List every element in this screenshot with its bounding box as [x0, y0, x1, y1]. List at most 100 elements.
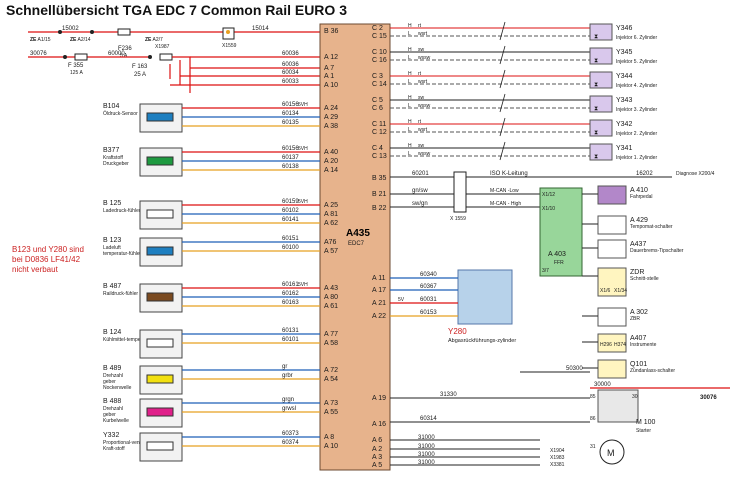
injector-glyph: ⧗: [594, 130, 598, 136]
sensor-desc: temperatur-fühler: [103, 251, 142, 257]
ecu-pin-label: A 43: [324, 285, 338, 292]
power-wire-label: 60036: [282, 62, 299, 68]
ecu-name: A435: [346, 228, 370, 239]
svg-text:25 A: 25 A: [134, 72, 146, 78]
svg-text:3/7: 3/7: [542, 268, 549, 274]
page-title: Schnellübersicht TGA EDC 7 Common Rail E…: [6, 2, 347, 18]
sensor-wire-label: 60101: [282, 337, 299, 343]
ecu-pin-label: A 80: [324, 294, 338, 301]
svg-text:X1987: X1987: [155, 44, 170, 50]
module-id: A437: [630, 241, 646, 248]
h-mark: H: [408, 47, 412, 53]
ecu-pin-label: A 61: [324, 303, 338, 310]
ecu-pin-label: A 3: [372, 454, 382, 461]
ecu-pin-label: C 11: [372, 121, 386, 128]
svg-text:M-CAN -Low: M-CAN -Low: [490, 188, 519, 194]
ground-connector: X3381: [550, 462, 565, 468]
svg-text:F 163: F 163: [132, 64, 148, 70]
sensor-id: B104: [103, 103, 119, 110]
sensor-wire-label: grbr: [282, 373, 293, 379]
svg-text:B 35: B 35: [372, 175, 387, 182]
svg-text:30076: 30076: [30, 51, 47, 57]
module-icon: [597, 307, 627, 327]
ecu-pin-label: A 2: [372, 446, 382, 453]
module-id: Q101: [630, 361, 647, 368]
svg-text:60201: 60201: [412, 171, 429, 177]
svg-text:ZE A2/14: ZE A2/14: [70, 37, 91, 43]
module-id: A407: [630, 335, 646, 342]
sensor-id: B 487: [103, 283, 121, 290]
svg-text:A 403: A 403: [548, 251, 566, 258]
ecu-pin-label: A 73: [324, 400, 338, 407]
ecu-pin-label: C 13: [372, 153, 387, 160]
y280-wire-label: 60031: [420, 297, 437, 303]
svg-text:sw/gn: sw/gn: [412, 201, 428, 207]
injector-icon: [589, 95, 613, 113]
sensor-id: B 124: [103, 329, 121, 336]
starter-wire: 50300: [566, 366, 583, 372]
wire-color: wssw: [418, 103, 431, 109]
sensor-wire-label: 60131: [282, 328, 299, 334]
svg-text:X1559: X1559: [222, 43, 237, 49]
l-mark: L: [408, 55, 411, 61]
sensor-wire-label: 60102: [282, 208, 299, 214]
l-mark: L: [408, 103, 411, 109]
sensor-desc: Nockenwelle: [103, 385, 132, 391]
supply-voltage: 5VH: [298, 146, 308, 152]
sensor-id: B 488: [103, 398, 121, 405]
sensor-element: [146, 441, 174, 451]
sensor-id: B377: [103, 147, 119, 154]
starter-motor-glyph: M: [607, 448, 615, 458]
injector-glyph: ⧗: [594, 34, 598, 40]
svg-text:ZE A2/7: ZE A2/7: [145, 37, 163, 43]
ecu-pin-label: C 6: [372, 105, 383, 112]
relay-pin: 31: [590, 444, 596, 450]
ecu-pin-label: C 15: [372, 33, 387, 40]
injector-desc: Injektor 5. Zylinder: [616, 59, 657, 65]
wire-color: sw: [418, 143, 425, 149]
module-icon: [597, 359, 627, 379]
sensor-wire-label: 60162: [282, 291, 299, 297]
ecu-pin-label: A 17: [372, 287, 386, 294]
ecu-pin-label: A 8: [324, 434, 334, 441]
injector-desc: Injektor 2. Zylinder: [616, 131, 657, 137]
svg-text:15002: 15002: [62, 26, 79, 32]
sensor-desc: Kurbelwelle: [103, 418, 129, 424]
svg-text:Diagnose X200/4: Diagnose X200/4: [676, 171, 715, 177]
svg-text:B 21: B 21: [372, 191, 387, 198]
starter-wire: 31330: [440, 392, 457, 398]
supply-voltage: 5VH: [298, 102, 308, 108]
ecu-pin-label: A 55: [324, 409, 338, 416]
svg-text:ISO K-Leitung: ISO K-Leitung: [490, 171, 528, 177]
module-desc: Dauerbrems-Tipschalter: [630, 248, 684, 254]
power-wire-label: 60033: [282, 79, 299, 85]
module-code: X1/34: [614, 288, 627, 294]
relay-icon: [597, 389, 639, 423]
module-desc: Fahrpedal: [630, 194, 653, 200]
svg-text:Y280: Y280: [448, 327, 467, 336]
h-mark: H: [408, 143, 412, 149]
ecu-pin-label: A 12: [324, 54, 338, 61]
module-desc: Tempomat-schalter: [630, 224, 673, 230]
wire-color: sw: [418, 47, 425, 53]
sensor-wire-label: gr: [282, 364, 287, 370]
injector-desc: Injektor 1. Zylinder: [616, 155, 657, 161]
sensor-desc: Kraftstoff: [103, 155, 124, 161]
injector-icon: [589, 23, 613, 41]
ecu-pin-label: C 16: [372, 57, 387, 64]
ecu-pin-label: A 81: [324, 211, 338, 218]
supply-voltage: 5VH: [298, 199, 308, 205]
injector-icon: [589, 143, 613, 161]
injector-id: Y344: [616, 73, 632, 80]
ecu-pin-label: A 62: [324, 220, 338, 227]
sensor-id: B 125: [103, 200, 121, 207]
ecu-pin-label: A 22: [372, 313, 386, 320]
y280-block: Y280 Abgasrückführungs-zylinder: [448, 269, 516, 344]
ecu-pin-label: A76: [324, 239, 337, 246]
ecu-pin-label: A 72: [324, 367, 338, 374]
sensor-element: [146, 156, 174, 166]
svg-text:gn/sw: gn/sw: [412, 188, 428, 194]
